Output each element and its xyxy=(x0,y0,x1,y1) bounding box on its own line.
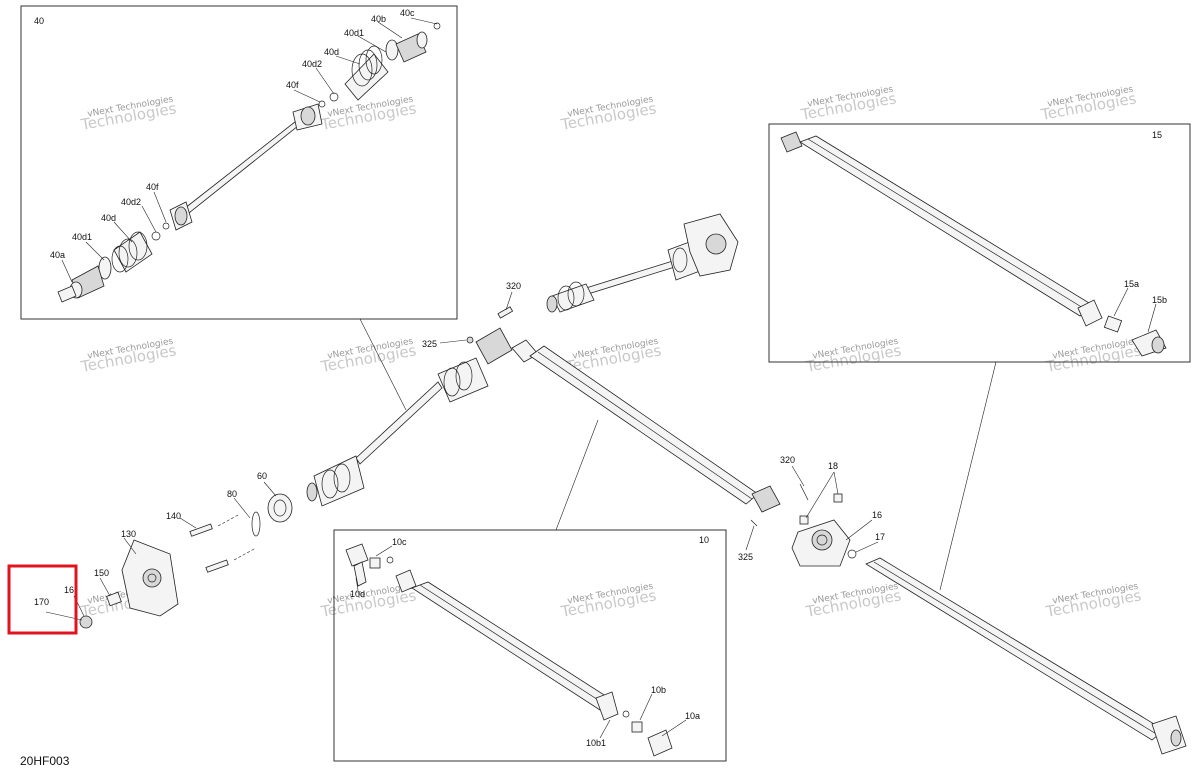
main-assembly: 320 325 60 80 140 130 150 16 170 320 18 … xyxy=(34,213,1187,755)
callout-40d-top: 40d xyxy=(324,47,339,57)
callout-15b: 15b xyxy=(1152,295,1167,305)
callout-150: 150 xyxy=(94,568,109,578)
callout-140: 140 xyxy=(166,511,181,521)
callout-10a: 10a xyxy=(685,711,700,721)
callout-40f-top: 40f xyxy=(286,80,299,90)
callout-40d-bottom: 40d xyxy=(101,213,116,223)
callout-18: 18 xyxy=(828,461,838,471)
center-drive-shaft xyxy=(306,327,513,507)
lower-cv-joint xyxy=(57,201,193,303)
callout-17: 17 xyxy=(875,532,885,542)
box-label-15: 15 xyxy=(1152,130,1162,140)
callout-15a: 15a xyxy=(1124,279,1139,289)
highlight-box xyxy=(7,564,78,635)
callout-40a: 40a xyxy=(50,250,65,260)
diagram-code: 20HF003 xyxy=(20,754,70,768)
front-drive-shaft xyxy=(546,213,739,313)
propeller-shaft xyxy=(511,339,1187,755)
callout-10d: 10d xyxy=(350,589,365,599)
detail-box-40: 40 xyxy=(20,5,458,320)
callout-40b: 40b xyxy=(371,14,386,24)
callout-10b: 10b xyxy=(651,685,666,695)
callout-40c: 40c xyxy=(400,8,415,18)
callout-130: 130 xyxy=(121,529,136,539)
callout-16-left: 16 xyxy=(64,585,74,595)
callout-80: 80 xyxy=(227,489,237,499)
callout-325-top: 325 xyxy=(422,339,437,349)
callout-40d1-top: 40d1 xyxy=(344,28,364,38)
callout-60: 60 xyxy=(257,471,267,481)
callout-320-top: 320 xyxy=(506,281,521,291)
callout-40f-bottom: 40f xyxy=(146,182,159,192)
detail-box-15: 15 15a 15b xyxy=(768,123,1191,363)
detail-box-10: 10 10c 10d 10b 10a 10b1 xyxy=(333,529,727,762)
upper-cv-joint xyxy=(292,22,441,131)
callout-320-mid: 320 xyxy=(780,455,795,465)
callout-16-right: 16 xyxy=(872,510,882,520)
callout-40d2-top: 40d2 xyxy=(302,59,322,69)
callout-10b1: 10b1 xyxy=(586,738,606,748)
wheel-hub-assembly xyxy=(79,493,293,629)
callout-170: 170 xyxy=(34,597,49,607)
callout-40d1-bottom: 40d1 xyxy=(72,232,92,242)
box-label-40: 40 xyxy=(34,16,44,26)
callout-325-mid: 325 xyxy=(738,552,753,562)
callout-10c: 10c xyxy=(392,537,407,547)
center-bearing xyxy=(750,483,857,567)
callout-40d2-bottom: 40d2 xyxy=(121,197,141,207)
box-label-10: 10 xyxy=(699,535,709,545)
